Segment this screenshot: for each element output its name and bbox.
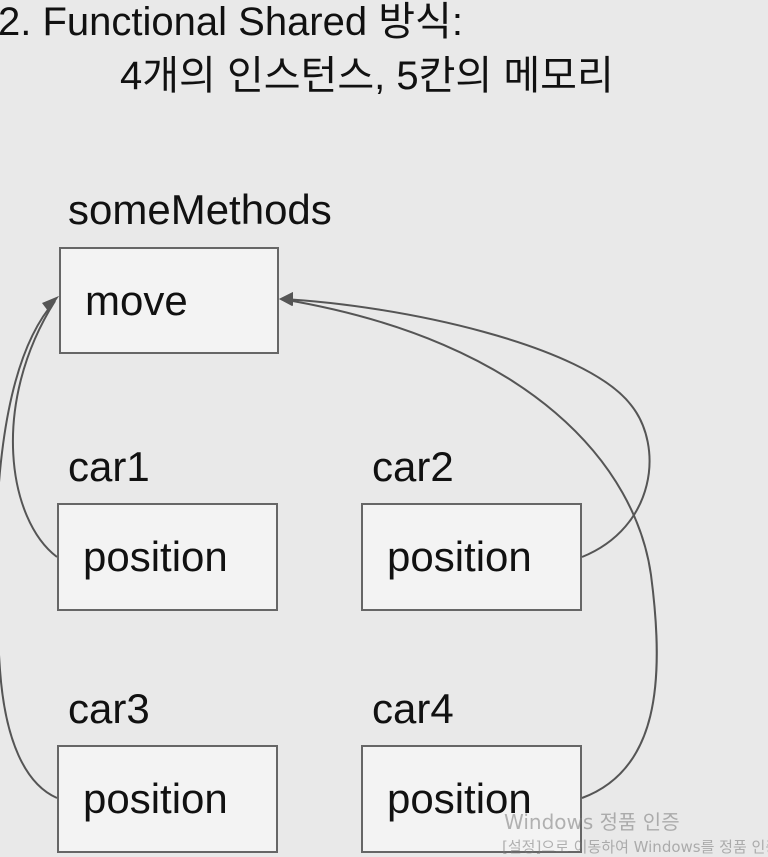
car3-label: car3 [68, 685, 150, 732]
car1-position-text: position [83, 533, 228, 580]
car3-position-text: position [83, 775, 228, 822]
car1-position-box: position [57, 503, 278, 611]
car1-to-move-arrowhead [42, 296, 59, 311]
car2-to-move-arrowhead [279, 292, 293, 306]
slide-title-line-1: 2. Functional Shared 방식: [0, 0, 463, 44]
car1-to-move-arrow [11, 300, 58, 558]
car3-to-move-arrowhead [43, 296, 59, 311]
car3-to-move-arrow [0, 300, 58, 799]
shared-move-box: move [59, 247, 279, 354]
car4-to-move-arrowhead [279, 292, 293, 306]
car2-position-box: position [361, 503, 582, 611]
windows-activation-watermark-subtitle: [설정]으로 이동하여 Windows를 정품 인증 [502, 838, 768, 856]
car3-position-box: position [57, 745, 278, 853]
car4-position-box: position [361, 745, 582, 853]
slide-title-line-2: 4개의 인스턴스, 5칸의 메모리 [120, 54, 614, 98]
car1-label: car1 [68, 443, 150, 490]
shared-methods-label: someMethods [68, 186, 332, 233]
shared-move-text: move [85, 276, 188, 324]
car2-label: car2 [372, 443, 454, 490]
windows-activation-watermark-title: Windows 정품 인증 [504, 810, 680, 834]
car4-label: car4 [372, 685, 454, 732]
car2-position-text: position [387, 533, 532, 580]
